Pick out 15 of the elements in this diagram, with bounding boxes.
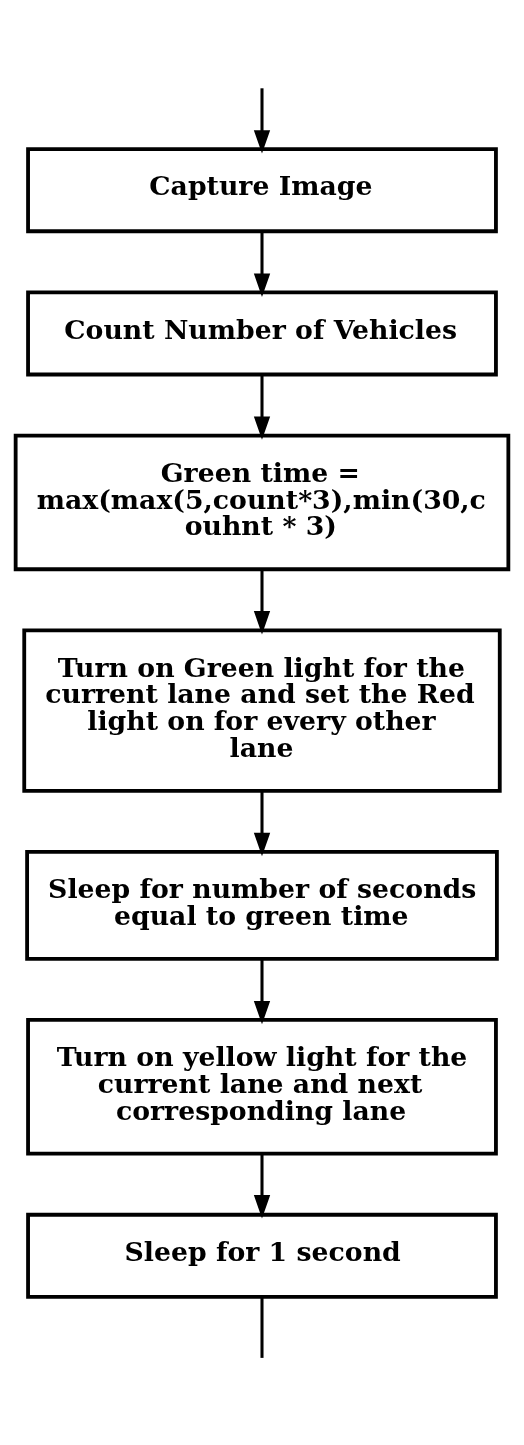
node-box: Green time = max(max(5,count*3),min(30,c ouhnt * 3) [13,433,511,571]
arrow [253,87,271,154]
arrow [253,569,271,634]
arrow [253,790,271,856]
connector [260,1296,264,1358]
node-box: Turn on Green light for the current lane and set the Red light on for every other lane [22,627,502,793]
node-box: Capture Image [26,146,498,233]
arrow [253,374,271,440]
node-box: Sleep for number of seconds equal to green time [25,849,499,961]
node-box: Turn on yellow light for the current lane and next corresponding lane [26,1017,498,1156]
arrow [253,1153,271,1218]
node-box: Sleep for 1 second [26,1212,498,1299]
arrow [253,959,271,1024]
arrow [253,231,271,297]
node-box: Count Number of Vehicles [26,289,498,376]
